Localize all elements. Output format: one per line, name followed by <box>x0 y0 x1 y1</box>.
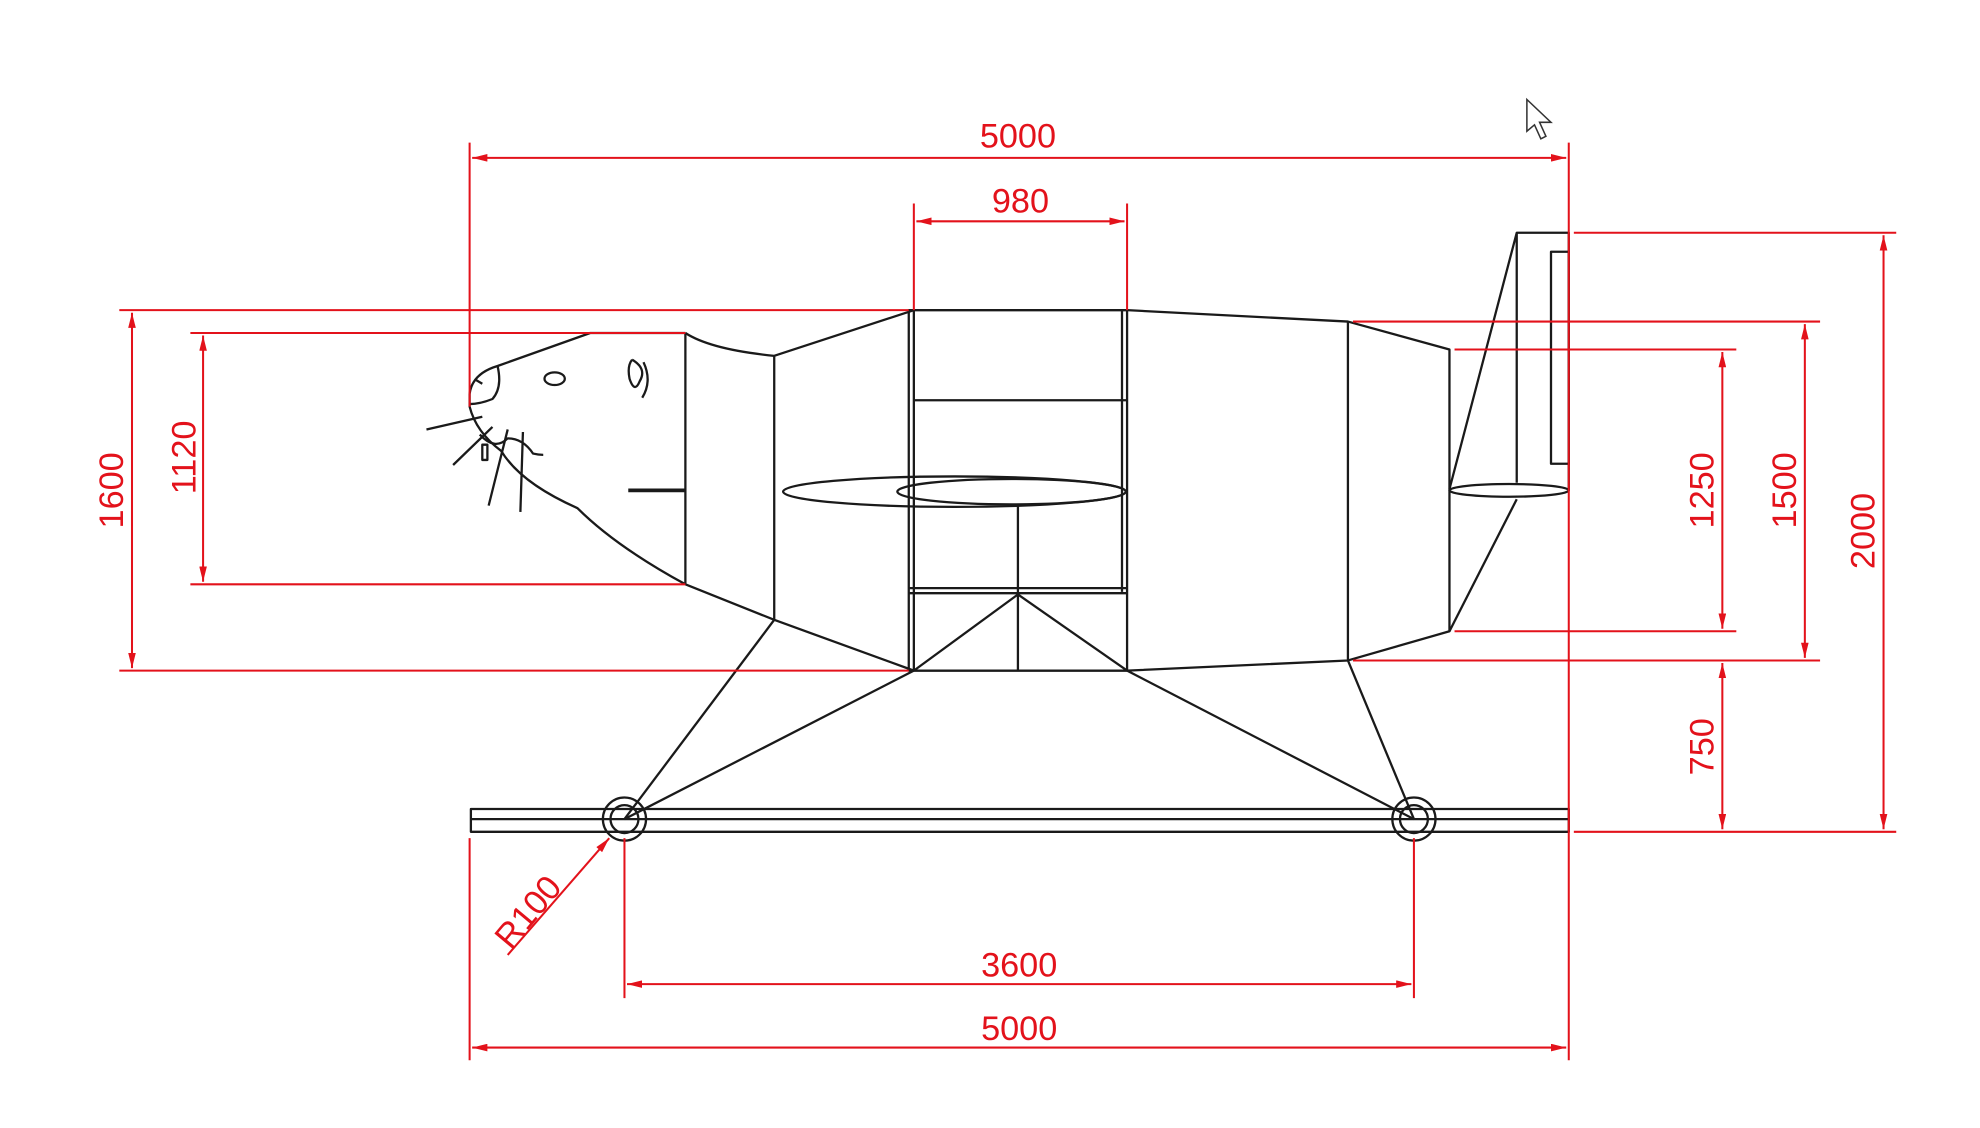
dim-label-2000: 2000 <box>1845 493 1883 569</box>
dim-label-3600: 3600 <box>981 947 1057 985</box>
mouse-cursor-icon <box>1526 97 1553 140</box>
dim-label-5000-bottom: 5000 <box>981 1010 1057 1048</box>
dim-label-r100: R100 <box>488 869 570 956</box>
whiskers <box>426 415 544 512</box>
seat <box>896 477 1127 506</box>
snout <box>469 365 501 406</box>
head-outline <box>468 331 686 586</box>
dim-label-1250: 1250 <box>1683 452 1721 528</box>
dim-label-980: 980 <box>992 182 1049 220</box>
tail <box>1448 231 1570 632</box>
ear <box>627 358 649 399</box>
dim-line-r100 <box>506 837 610 956</box>
dim-label-750: 750 <box>1683 718 1721 775</box>
dimension-labels: 5000 980 1600 1120 2000 1500 1250 750 36… <box>93 118 1883 1048</box>
dim-label-5000-top: 5000 <box>980 118 1056 156</box>
dimension-lines <box>119 142 1897 1061</box>
eye <box>543 371 566 387</box>
seal-body-outline <box>426 231 1570 842</box>
dim-label-1500: 1500 <box>1766 452 1804 528</box>
support-frame <box>623 593 1415 821</box>
dim-label-1120: 1120 <box>165 421 203 495</box>
dim-label-1600: 1600 <box>93 452 131 528</box>
